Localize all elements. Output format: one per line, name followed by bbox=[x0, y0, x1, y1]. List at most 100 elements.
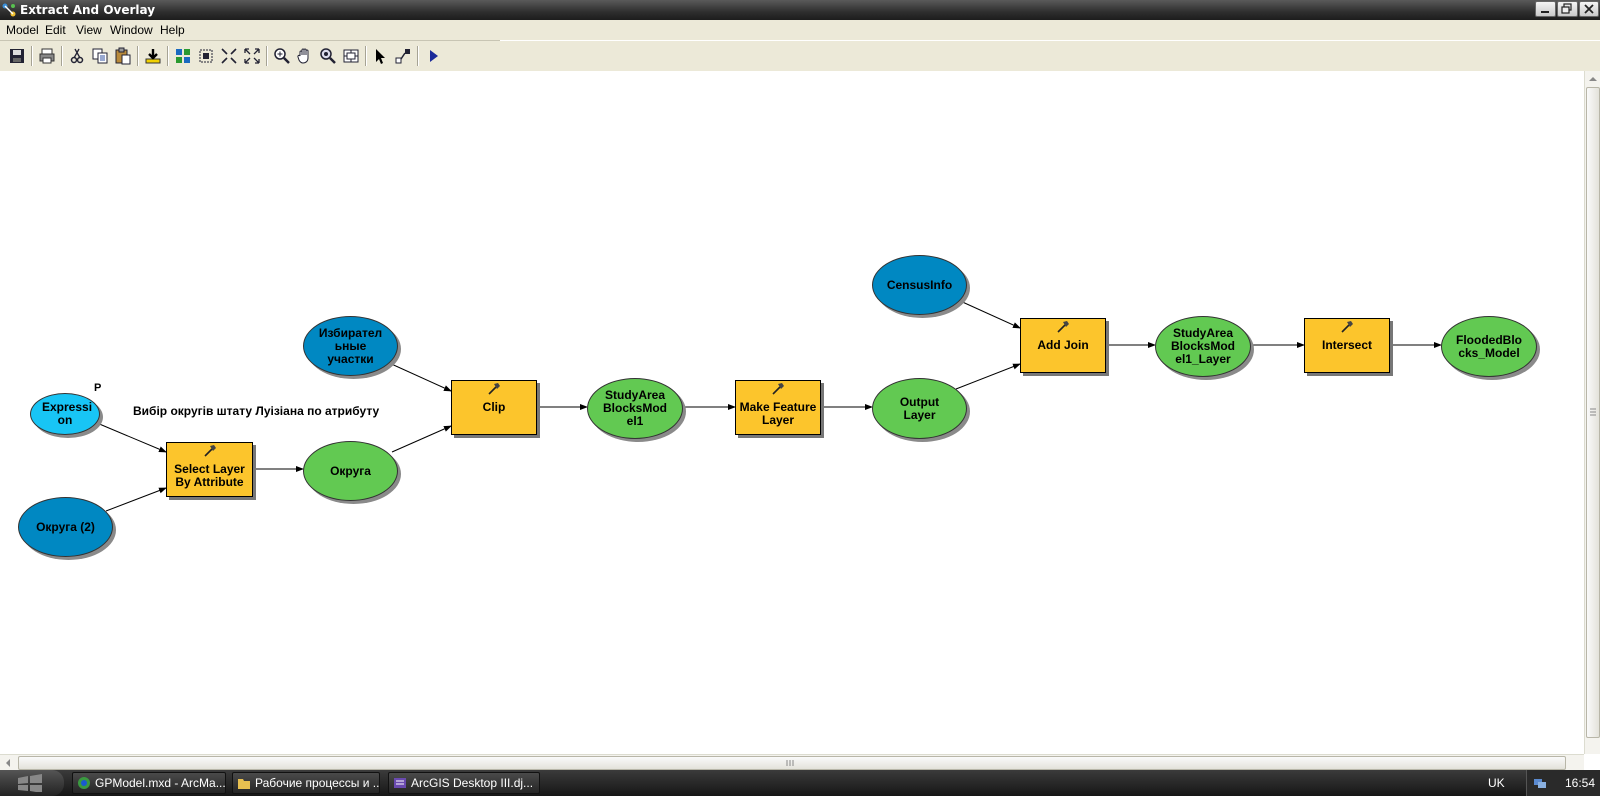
djvu-icon bbox=[394, 778, 406, 788]
node-label: Округа (2) bbox=[36, 519, 95, 534]
system-tray: 16:54 bbox=[1526, 770, 1600, 796]
zoom-in-icon bbox=[274, 48, 290, 64]
windows-logo-icon bbox=[18, 774, 42, 792]
connector-census-addjoin bbox=[957, 299, 1021, 329]
intersect-tool[interactable]: Intersect bbox=[1304, 318, 1390, 373]
restore-icon bbox=[1561, 3, 1572, 14]
save-button[interactable] bbox=[6, 45, 28, 67]
node-label: Output Layer bbox=[899, 394, 940, 422]
make-feature-layer-tool[interactable]: Make Feature Layer bbox=[735, 380, 821, 435]
connect-button[interactable] bbox=[392, 45, 414, 67]
run-icon bbox=[430, 50, 438, 62]
fixed-zoom-in-button[interactable] bbox=[218, 45, 240, 67]
node-label: Expressi on bbox=[42, 400, 93, 427]
flooded-output-data[interactable]: FloodedBlo cks_Model bbox=[1441, 316, 1537, 377]
toolbar-separator bbox=[61, 46, 63, 66]
menu-window[interactable]: Window bbox=[110, 23, 153, 37]
select-button[interactable] bbox=[369, 45, 391, 67]
hammer-icon bbox=[203, 445, 216, 457]
toolbar-separator bbox=[365, 46, 367, 66]
menu-view[interactable]: View bbox=[76, 23, 102, 37]
menu-model[interactable]: Model bbox=[6, 23, 39, 37]
paste-button[interactable] bbox=[112, 45, 134, 67]
vertical-scroll-thumb[interactable] bbox=[1586, 87, 1600, 738]
overview-icon bbox=[343, 49, 359, 63]
grip-icon bbox=[1590, 408, 1596, 416]
menu-help[interactable]: Help bbox=[160, 23, 185, 37]
copy-button[interactable] bbox=[89, 45, 111, 67]
minimize-button[interactable] bbox=[1535, 1, 1556, 17]
full-extent-button[interactable] bbox=[195, 45, 217, 67]
taskbar-item-arcmap[interactable]: GPModel.mxd - ArcMa... bbox=[72, 772, 226, 794]
horizontal-scrollbar[interactable] bbox=[0, 754, 1584, 770]
taskbar-item-folder[interactable]: Рабочие процессы и ... bbox=[232, 772, 380, 794]
expression-variable[interactable]: Expressi on bbox=[30, 393, 100, 435]
zoom-button[interactable] bbox=[317, 45, 339, 67]
task-label: GPModel.mxd - ArcMa... bbox=[95, 776, 226, 790]
hammer-icon bbox=[488, 383, 500, 395]
modelbuilder-icon bbox=[2, 3, 16, 17]
node-label: Make Feature Layer bbox=[739, 399, 817, 427]
fixed-zoom-out-button[interactable] bbox=[241, 45, 263, 67]
print-button[interactable] bbox=[36, 45, 58, 67]
toolbar-separator bbox=[167, 46, 169, 66]
toolbar bbox=[0, 41, 1600, 71]
title-bar[interactable]: Extract And Overlay bbox=[0, 0, 1600, 20]
connector-expression-select bbox=[96, 422, 167, 453]
studyarea-derived-data[interactable]: StudyArea BlocksMod el1 bbox=[587, 378, 683, 439]
zoom-in-button[interactable] bbox=[271, 45, 293, 67]
start-button[interactable] bbox=[0, 770, 64, 796]
cut-button[interactable] bbox=[66, 45, 88, 67]
taskbar: GPModel.mxd - ArcMa... Рабочие процессы … bbox=[0, 770, 1600, 796]
task-label: Рабочие процессы и ... bbox=[255, 776, 380, 790]
taskbar-item-djvu[interactable]: ArcGIS Desktop III.dj... bbox=[388, 772, 540, 794]
pan-button[interactable] bbox=[294, 45, 316, 67]
horizontal-scroll-thumb[interactable] bbox=[18, 756, 1566, 770]
studyarea-layer-derived-data[interactable]: StudyArea BlocksMod el1_Layer bbox=[1155, 316, 1251, 377]
node-label: Округа bbox=[330, 463, 371, 478]
census-input-data[interactable]: CensusInfo bbox=[872, 255, 967, 315]
folder-icon bbox=[238, 779, 250, 789]
language-indicator[interactable]: UK bbox=[1488, 776, 1505, 790]
run-button[interactable] bbox=[422, 45, 444, 67]
close-icon bbox=[1584, 4, 1594, 14]
overview-button[interactable] bbox=[340, 45, 362, 67]
paste-icon bbox=[115, 47, 131, 65]
node-label: StudyArea BlocksMod el1_Layer bbox=[1170, 326, 1235, 366]
node-label: Select Layer By Attribute bbox=[174, 461, 245, 489]
fixed-zoom-out-icon bbox=[244, 48, 260, 64]
close-button[interactable] bbox=[1579, 1, 1599, 17]
hammer-icon bbox=[1341, 321, 1353, 333]
okruga2-input-data[interactable]: Округа (2) bbox=[18, 497, 113, 557]
auto-layout-icon bbox=[176, 49, 190, 63]
scroll-left-icon[interactable] bbox=[2, 756, 14, 770]
scroll-up-icon[interactable] bbox=[1586, 73, 1600, 85]
auto-layout-button[interactable] bbox=[172, 45, 194, 67]
node-label: StudyArea BlocksMod el1 bbox=[603, 388, 668, 428]
connector-output-addjoin bbox=[955, 363, 1021, 390]
connector-okruga-clip bbox=[391, 425, 452, 453]
node-label: CensusInfo bbox=[886, 277, 953, 292]
network-icon[interactable] bbox=[1533, 776, 1547, 790]
clip-tool[interactable]: Clip bbox=[451, 380, 537, 435]
task-label: ArcGIS Desktop III.dj... bbox=[411, 776, 534, 790]
add-join-tool[interactable]: Add Join bbox=[1020, 318, 1106, 373]
node-label: Intersect bbox=[1321, 338, 1373, 352]
node-label: Избирател ьные участки bbox=[318, 325, 383, 366]
print-icon bbox=[39, 48, 55, 64]
hammer-icon bbox=[772, 383, 784, 395]
clock[interactable]: 16:54 bbox=[1564, 776, 1595, 790]
node-label: Add Join bbox=[1037, 338, 1089, 352]
annotation-label[interactable]: Вибір округів штату Луізіана по атрибуту bbox=[133, 404, 380, 418]
add-data-button[interactable] bbox=[142, 45, 164, 67]
izbir-input-data[interactable]: Избирател ьные участки bbox=[303, 316, 398, 376]
output-layer-derived-data[interactable]: Output Layer bbox=[872, 378, 967, 439]
okruga-derived-data[interactable]: Округа bbox=[303, 441, 398, 501]
menu-edit[interactable]: Edit bbox=[45, 23, 66, 37]
vertical-scrollbar[interactable] bbox=[1584, 71, 1600, 754]
select-layer-tool[interactable]: Select Layer By Attribute bbox=[166, 442, 253, 497]
fixed-zoom-in-icon bbox=[221, 48, 237, 64]
menu-divider bbox=[0, 40, 500, 41]
maximize-button[interactable] bbox=[1557, 1, 1578, 17]
model-canvas[interactable]: P Вибір округів штату Луізіана по атрибу… bbox=[0, 71, 1584, 754]
